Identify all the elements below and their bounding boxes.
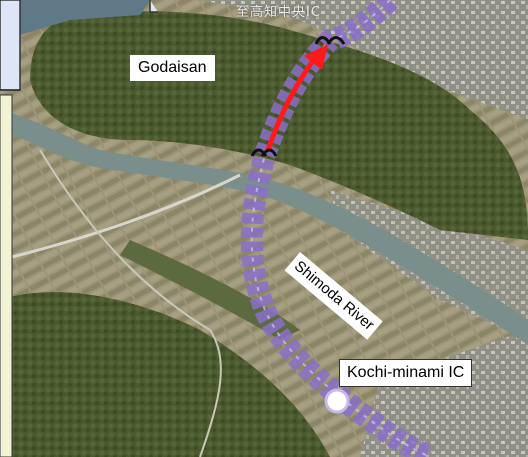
direction-arrow-head [304, 44, 328, 70]
road-2 [39, 149, 222, 457]
interchange-marker-icon [324, 388, 350, 414]
frame-corner [149, 0, 158, 13]
tunnel-portal-icon [314, 36, 346, 45]
town-area-south [360, 330, 528, 457]
tree-belt [120, 240, 300, 340]
frame-panel [0, 0, 21, 91]
town-area [0, 0, 528, 120]
southern-forest [0, 291, 330, 457]
bay-water [0, 0, 150, 80]
kochi-minami-ic-label: Kochi-minami IC [339, 359, 473, 387]
road [0, 173, 241, 262]
top-sign-text: 至高知中央IC [236, 5, 321, 20]
tunnel-portal-icon [250, 148, 278, 157]
godaisan-label: Godaisan [130, 55, 215, 81]
shimoda-river [0, 110, 528, 345]
side-panel [0, 94, 13, 457]
direction-arrow-icon [265, 56, 318, 151]
